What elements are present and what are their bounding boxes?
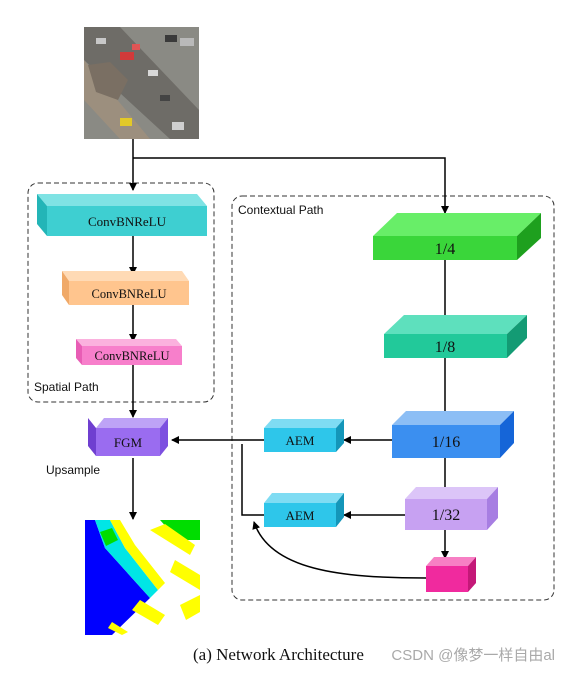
input-aerial-image [84, 27, 199, 139]
convbnrelu-block-1: ConvBNReLU [37, 194, 207, 236]
aem-2-label: AEM [286, 508, 315, 523]
connectors [129, 139, 449, 579]
convbnrelu-3-label: ConvBNReLU [95, 349, 170, 363]
watermark: CSDN @像梦一样自由al [391, 647, 555, 664]
scale-1-4-block: 1/4 [373, 213, 541, 260]
spatial-path-label: Spatial Path [34, 380, 99, 394]
aem-block-1: AEM [264, 419, 344, 452]
scale-1-32-label: 1/32 [432, 507, 460, 524]
aem-1-label: AEM [286, 433, 315, 448]
convbnrelu-block-2: ConvBNReLU [62, 271, 189, 305]
fgm-block: FGM [88, 418, 168, 456]
spatial-path-group [27, 182, 215, 403]
pooling-block [426, 557, 476, 592]
upsample-label: Upsample [46, 463, 100, 477]
scale-1-16-block: 1/16 [392, 411, 514, 458]
scale-1-8-label: 1/8 [435, 339, 455, 356]
convbnrelu-2-label: ConvBNReLU [92, 287, 167, 301]
aem-block-2: AEM [264, 493, 344, 527]
contextual-path-group [231, 195, 555, 601]
output-segmentation-map [85, 520, 200, 635]
scale-1-4-label: 1/4 [435, 241, 455, 258]
convbnrelu-block-3: ConvBNReLU [76, 339, 182, 365]
fgm-label: FGM [114, 435, 143, 450]
figure-caption: (a) Network Architecture [193, 645, 364, 664]
scale-1-32-block: 1/32 [405, 487, 498, 530]
convbnrelu-1-label: ConvBNReLU [88, 214, 167, 229]
scale-1-16-label: 1/16 [432, 434, 460, 451]
contextual-path-label: Contextual Path [238, 203, 323, 217]
scale-1-8-block: 1/8 [384, 315, 527, 358]
